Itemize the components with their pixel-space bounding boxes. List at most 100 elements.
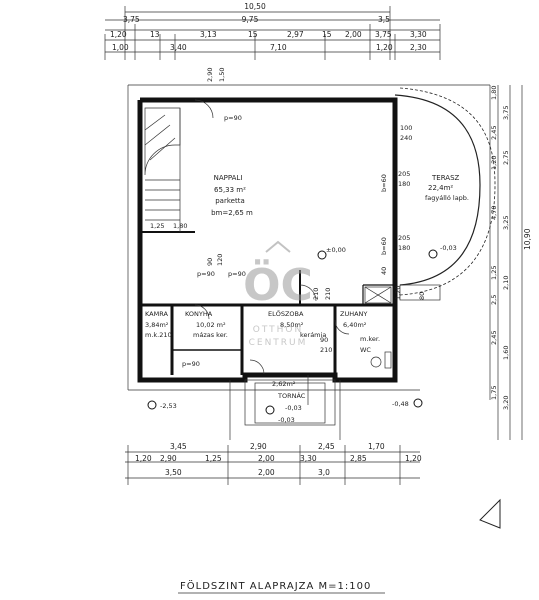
label-d-180a: 180: [398, 180, 410, 188]
label-door-2-90: 2,90: [206, 68, 214, 82]
room-eloszoba-floor: kerámia: [300, 331, 326, 339]
dim-bottom-r1-a: 3,45: [170, 442, 187, 451]
room-eloszoba-area: 8,50m²: [280, 321, 304, 329]
room-zuhany-area: 6,40m²: [343, 321, 367, 329]
label-d-210c: 210: [320, 346, 332, 354]
label-p90-top: p=90: [224, 114, 242, 122]
room-tornac-area: 2,62m²: [272, 380, 296, 388]
room-zuhany-floor: m.ker.: [360, 335, 380, 343]
label-entry-level: -0,03: [278, 416, 295, 424]
dim-overall-width: 10,50: [244, 2, 266, 11]
dim-right-inner-4: 2,10: [502, 276, 510, 290]
label-p90-konyha: p=90: [182, 360, 200, 368]
label-d-205b: 205: [398, 234, 410, 242]
label-d-90: 90: [206, 258, 214, 266]
dim-right-mid-4: 4,70: [490, 206, 498, 220]
dim-top-r3-b: 13: [150, 30, 160, 39]
label-d-080: 80: [418, 292, 426, 300]
watermark-logo: ÖC OTTHON CENTRUM: [243, 240, 313, 348]
dim-right-inner-2: 2,75: [502, 151, 510, 165]
dim-right-inner-5: 1,60: [502, 346, 510, 360]
room-tornac-name: TORNÁC: [277, 391, 306, 400]
label-outside-right: -0,48: [392, 400, 409, 408]
label-d-120b: 1,20: [394, 286, 402, 300]
label-outside-left: -2,53: [160, 402, 177, 410]
room-nappali-name: NAPPALI: [214, 174, 243, 182]
dim-bottom-r1-b: 2,90: [250, 442, 267, 451]
dim-right-inner-6: 3,20: [502, 396, 510, 410]
bottom-dimension-lines: [125, 445, 420, 485]
watermark-line2: CENTRUM: [249, 338, 308, 348]
dim-top-r3-e: 2,97: [287, 30, 304, 39]
room-tornac-level: -0,03: [285, 404, 302, 412]
room-kamra-door: m.k.210: [145, 331, 172, 339]
label-p90-left: p=90: [197, 270, 215, 278]
zuhany-fixtures: [364, 286, 392, 369]
staircase: [144, 107, 181, 232]
room-konyha-name: KONYHA: [185, 310, 213, 318]
dim-top-r3-c: 3,13: [200, 30, 217, 39]
dim-bottom-r2-b: 2,90: [160, 454, 177, 463]
dim-right-mid-6: 2,5: [490, 295, 498, 305]
top-dimension-lines: [104, 6, 441, 60]
watermark-logo-text: ÖC: [243, 258, 313, 311]
dim-top-r4-c: 7,10: [270, 43, 287, 52]
dim-bottom-r2-c: 1,25: [205, 454, 222, 463]
dim-bottom-r2-a: 1,20: [135, 454, 152, 463]
room-nappali-floor: parketta: [215, 197, 245, 205]
dim-bottom-r3-a: 3,50: [165, 468, 182, 477]
room-konyha-area: 10,02 m²: [196, 321, 226, 329]
room-terasz-name: TERASZ: [431, 174, 460, 182]
dim-top-r4-d: 1,20: [376, 43, 393, 52]
label-d-205a: 205: [398, 170, 410, 178]
dim-bottom-r3-c: 3,0: [318, 468, 330, 477]
level-markers: [147, 249, 438, 415]
dim-right-mid-8: 1,75: [490, 386, 498, 400]
dim-bottom-r1-d: 1,70: [368, 442, 385, 451]
room-kamra-name: KAMRA: [145, 310, 168, 318]
dim-top-r2-a: 3,75: [123, 15, 140, 24]
label-stair-a: 1,25: [150, 222, 164, 230]
label-p90-mid: p=90: [228, 270, 246, 278]
dim-right-inner-3: 3,25: [502, 216, 510, 230]
dim-right-mid-1: 1,80: [490, 86, 498, 100]
dim-top-r4-e: 2,30: [410, 43, 427, 52]
dim-right-inner-1: 3,75: [502, 106, 510, 120]
label-b60b: b=60: [380, 237, 388, 255]
dim-top-r2-c: 3,5: [378, 15, 390, 24]
dim-bottom-r3-b: 2,00: [258, 468, 275, 477]
label-d-90b: 90: [320, 336, 328, 344]
label-stair-b: 1,80: [173, 222, 187, 230]
label-level-zero: ±0,00: [326, 246, 346, 254]
dim-bottom-r2-d: 2,00: [258, 454, 275, 463]
dim-top-r3-a: 1,20: [110, 30, 127, 39]
label-d-180b: 180: [398, 244, 410, 252]
room-zuhany-name: ZUHANY: [340, 310, 367, 318]
outer-frame-lines: [127, 84, 491, 400]
walls: [137, 97, 398, 383]
dim-top-r3-g: 2,00: [345, 30, 362, 39]
room-terasz-area: 22,4m²: [428, 184, 453, 192]
room-konyha-floor: mázas ker.: [193, 331, 228, 339]
right-dimension-lines: [497, 85, 523, 440]
room-kamra-area: 3,84m²: [145, 321, 169, 329]
drawing-title: FÖLDSZINT ALAPRAJZA M=1:100: [180, 579, 371, 592]
dim-top-r2-b: 9,75: [242, 15, 259, 24]
dim-bottom-r1-c: 2,45: [318, 442, 335, 451]
dim-bottom-r2-g: 1,20: [405, 454, 422, 463]
dim-right-outer: 10,90: [523, 228, 532, 250]
dim-bottom-r2-e: 3,30: [300, 454, 317, 463]
dim-right-mid-5: 1,25: [490, 266, 498, 280]
door-swings: [194, 99, 350, 405]
dim-right-mid-3: 1,20: [490, 156, 498, 170]
label-d-210a: 210: [312, 288, 320, 300]
dim-top-r3-h: 3,75: [375, 30, 392, 39]
label-terrace-level: -0,03: [440, 244, 457, 252]
porch: [229, 379, 341, 440]
room-eloszoba-name: ELŐSZOBA: [268, 309, 304, 318]
dim-top-r3-f: 15: [322, 30, 332, 39]
dim-top-r4-b: 3,40: [170, 43, 187, 52]
terrace-outline: [394, 87, 496, 301]
room-nappali-height: bm=2,65 m: [211, 209, 253, 217]
